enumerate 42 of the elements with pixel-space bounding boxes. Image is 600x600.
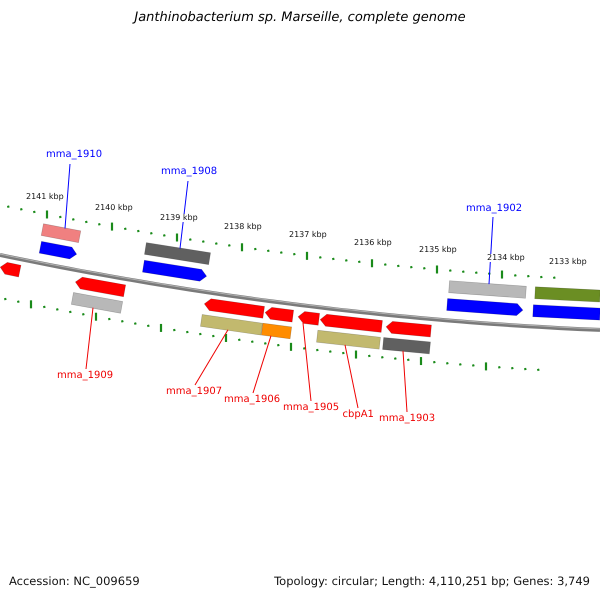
accession-text: Accession: NC_009659 xyxy=(9,576,140,588)
gene-feature xyxy=(448,280,527,299)
leader-line xyxy=(344,344,358,408)
tick-label: 2138 kbp xyxy=(223,223,263,231)
leader-line xyxy=(86,307,94,370)
title: Janthinobacterium sp. Marseille, complete genome xyxy=(131,11,467,24)
leader-line xyxy=(402,350,408,412)
gene-feature xyxy=(261,322,292,340)
tick-label: 2140 kbp xyxy=(94,204,134,212)
gene-label: mma_1905 xyxy=(283,403,340,413)
gene-feature xyxy=(316,330,381,350)
gene-label: cbpA1 xyxy=(342,410,374,420)
tick-label: 2141 kbp xyxy=(25,193,65,201)
gene-label: mma_1906 xyxy=(224,395,280,405)
leader-line xyxy=(302,322,312,402)
gene-feature xyxy=(144,242,211,265)
tick-label: 2137 kbp xyxy=(288,231,328,239)
gene-label: mma_1907 xyxy=(166,387,222,397)
tick-label: 2139 kbp xyxy=(159,214,199,222)
tick-label: 2134 kbp xyxy=(486,254,526,262)
gene-feature xyxy=(382,337,431,354)
gene-feature xyxy=(70,292,124,314)
gene-feature xyxy=(532,304,600,320)
gene-label: mma_1910 xyxy=(46,150,102,160)
gene-feature xyxy=(298,311,320,326)
leader-line xyxy=(194,329,228,386)
gene-feature xyxy=(0,262,22,278)
genome-summary-text: Topology: circular; Length: 4,110,251 bp; Genes: 3,749 xyxy=(274,576,590,588)
gene-feature xyxy=(446,298,524,316)
leader-line xyxy=(64,164,70,229)
leader-line xyxy=(252,335,272,394)
gene-label: mma_1908 xyxy=(161,167,218,177)
tick-label: 2136 kbp xyxy=(353,239,393,247)
tick-label: 2133 kbp xyxy=(548,258,588,266)
gene-feature xyxy=(200,314,263,336)
gene-label: mma_1902 xyxy=(466,204,522,214)
gene-feature xyxy=(40,223,82,244)
leader-line xyxy=(488,216,494,285)
gene-label: mma_1909 xyxy=(57,371,114,381)
tick-label: 2135 kbp xyxy=(418,246,458,254)
gene-label: mma_1903 xyxy=(379,414,436,424)
leader-line xyxy=(180,180,188,249)
